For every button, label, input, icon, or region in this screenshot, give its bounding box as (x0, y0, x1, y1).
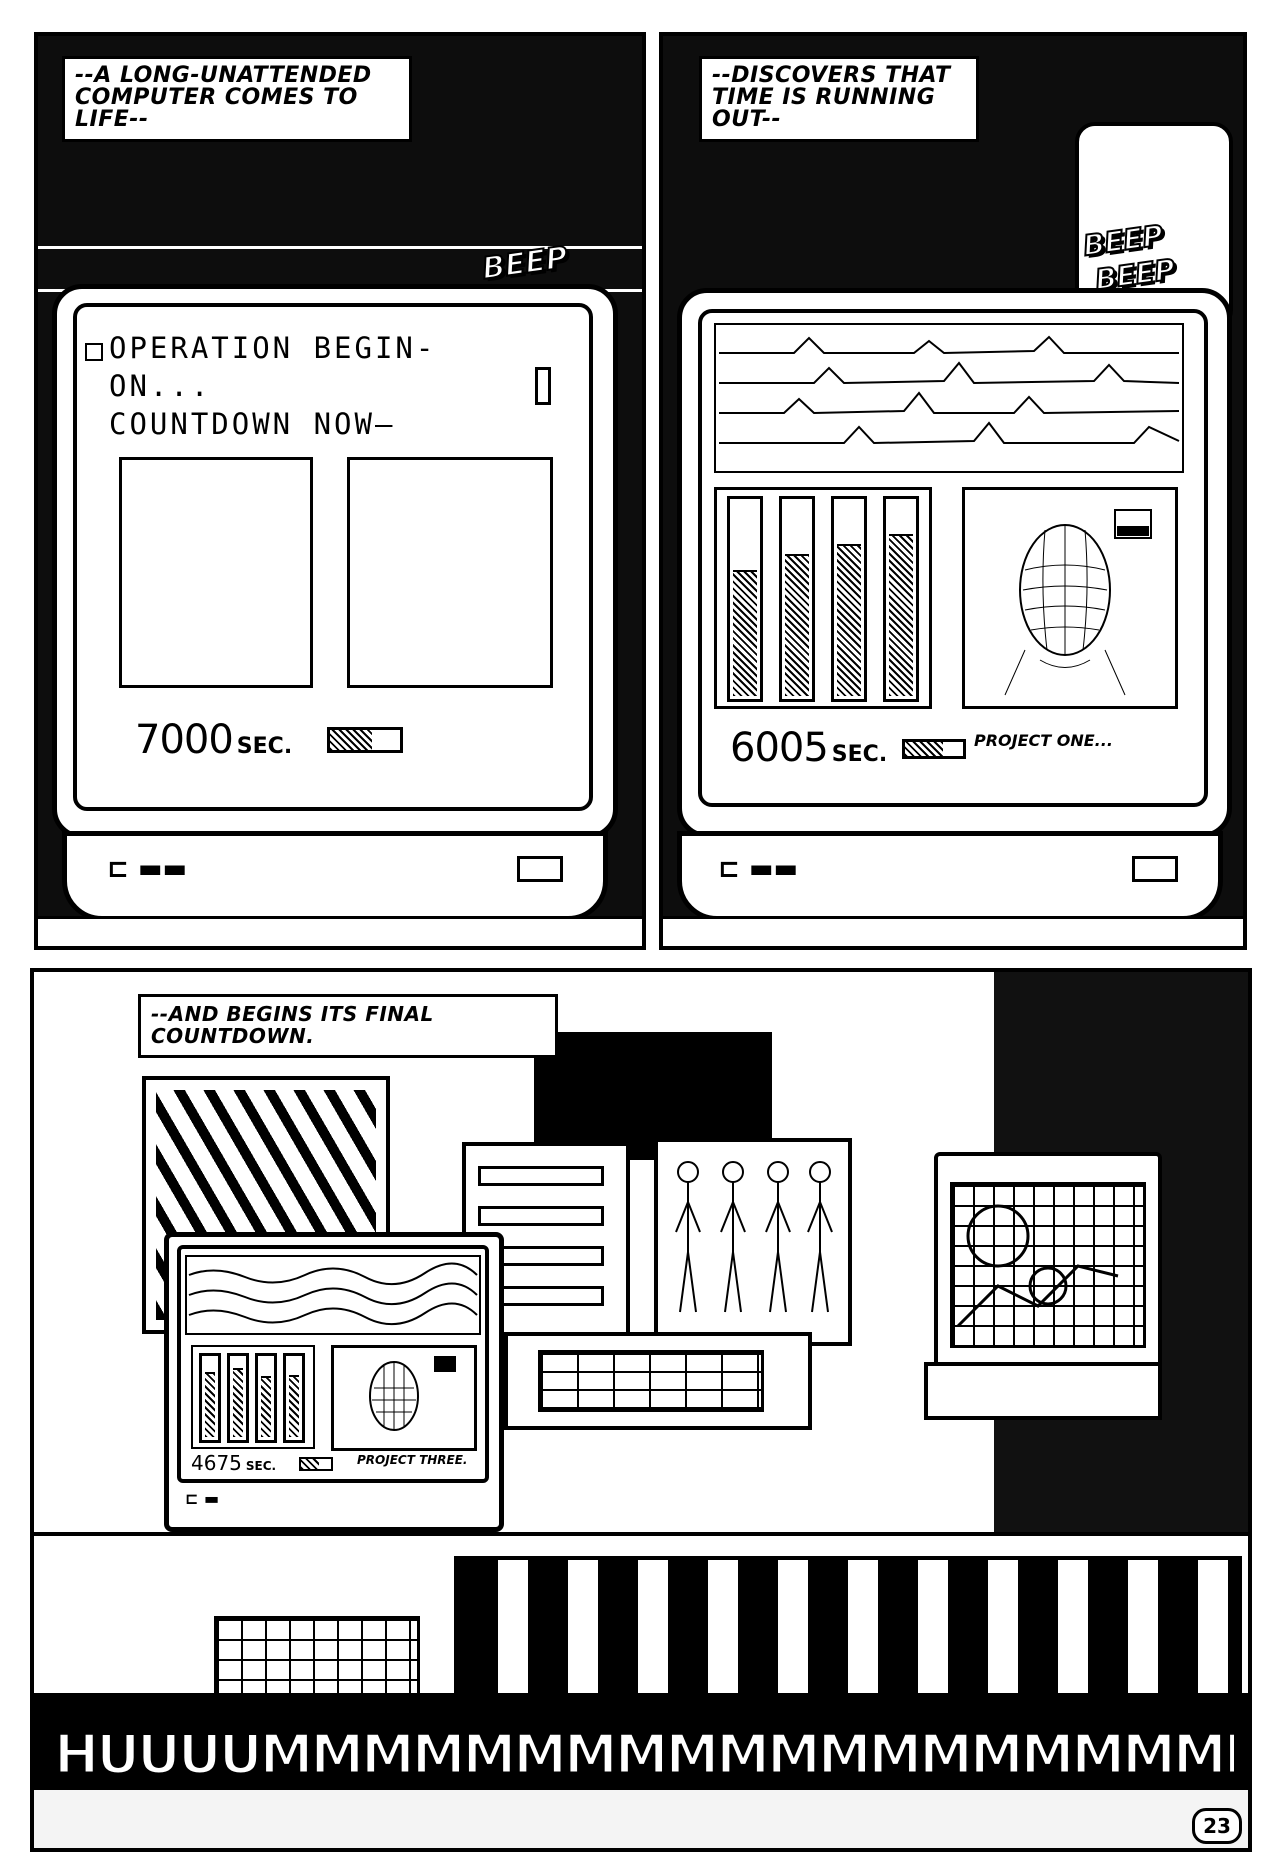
wireframe-face-display (962, 487, 1178, 709)
progress-bar (327, 727, 403, 753)
line-graph-icon (956, 1204, 1119, 1328)
progress-bar (299, 1457, 333, 1471)
wireframe-face-icon (369, 1356, 456, 1431)
keypad (504, 1332, 812, 1430)
level-meter-4 (883, 496, 919, 702)
project-label: PROJECT ONE... (974, 731, 1113, 750)
level-meter-2 (779, 496, 815, 702)
graph-grid (950, 1182, 1146, 1348)
caption-3: --AND BEGINS ITS FINAL COUNTDOWN. (138, 994, 558, 1058)
drive-slot (1132, 856, 1178, 882)
desk-keypad (214, 1616, 420, 1702)
computer-base: ⊏ ▬▬ (677, 831, 1223, 921)
progress-bar (902, 739, 966, 759)
waveform-graph (185, 1255, 481, 1335)
hum-sfx: HUUUUMMMMMMMMMMMMMMMMMMMMMMMMMMMMMM (54, 1723, 1234, 1786)
bar-row (478, 1166, 604, 1186)
level-meter-3 (255, 1353, 277, 1443)
level-meter-panel (191, 1345, 315, 1449)
wireframe-face-icon (1004, 509, 1152, 696)
brand-logo-icon: ⊏ ▬▬ (107, 854, 187, 884)
caption-2: --DISCOVERS THAT TIME IS RUNNING OUT-- (699, 56, 979, 142)
level-fill (733, 570, 757, 696)
level-fill (289, 1374, 299, 1437)
level-meter-4 (283, 1353, 305, 1443)
monitor-screen: OPERATION BEGIN- ON... COUNTDOWN NOW— 70… (73, 303, 593, 811)
timer-unit: SEC. (245, 1459, 277, 1473)
desk-surface (663, 916, 1243, 946)
brand-logo-icon: ⊏ ▬ (185, 1489, 220, 1508)
brand-logo-icon: ⊏ ▬▬ (718, 854, 798, 884)
wireframe-face-display (331, 1345, 477, 1451)
level-fill (785, 554, 809, 696)
timer-unit: SEC. (831, 742, 888, 767)
bar-row (478, 1206, 604, 1226)
panel-1: --A LONG-UNATTENDED COMPUTER COMES TO LI… (34, 32, 646, 950)
progress-fill (330, 730, 372, 750)
drive-slot (517, 856, 563, 882)
screen-line-1: OPERATION BEGIN- (109, 331, 437, 365)
hum-banner (34, 1693, 1248, 1790)
level-fill (837, 544, 861, 696)
figure-monitor (654, 1138, 852, 1346)
level-meter-3 (831, 496, 867, 702)
waveform-graph (714, 323, 1184, 473)
graph-monitor-base (924, 1362, 1162, 1420)
keypad-grid (538, 1350, 764, 1412)
level-fill (261, 1376, 271, 1437)
caption-1: --A LONG-UNATTENDED COMPUTER COMES TO LI… (62, 56, 412, 142)
panel-3: --AND BEGINS ITS FINAL COUNTDOWN. (30, 968, 1252, 1852)
level-meter-2 (227, 1353, 249, 1443)
level-meter-1 (727, 496, 763, 702)
timer-value: 6005 (730, 725, 829, 771)
desk-surface (38, 916, 642, 946)
progress-fill (301, 1459, 319, 1469)
screen-window-right (347, 457, 553, 688)
computer-base: ⊏ ▬▬ (62, 831, 608, 921)
screen-line-3: COUNTDOWN NOW— (109, 407, 396, 441)
level-fill (205, 1372, 215, 1437)
checkbox-icon (85, 343, 103, 361)
timer-value: 7000 (135, 717, 234, 763)
page-number: 23 (1192, 1808, 1242, 1844)
screen-window-left (119, 457, 313, 688)
level-meter-1 (199, 1353, 221, 1443)
timer-unit: SEC. (236, 734, 293, 759)
computer-monitor: OPERATION BEGIN- ON... COUNTDOWN NOW— 70… (52, 284, 618, 839)
screen-indicator (535, 367, 551, 405)
graph-monitor (934, 1152, 1162, 1370)
panel-2: --DISCOVERS THAT TIME IS RUNNING OUT-- B… (659, 32, 1247, 950)
screen-line-2: ON... (109, 369, 212, 403)
project-label: PROJECT THREE. (357, 1453, 468, 1467)
human-figures-icon (675, 1161, 833, 1313)
timer-value: 4675 (191, 1451, 242, 1475)
progress-fill (905, 742, 943, 756)
level-fill (889, 534, 913, 696)
level-fill (233, 1367, 243, 1437)
level-meter-panel (714, 487, 932, 709)
